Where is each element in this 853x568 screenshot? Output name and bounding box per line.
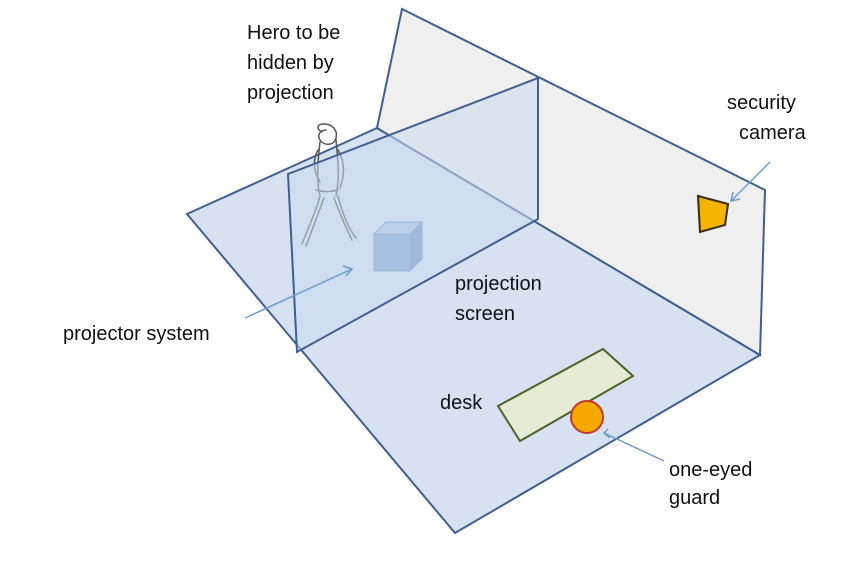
guard-label-line-1: one-eyed	[669, 459, 752, 481]
security-camera-label: security camera	[727, 92, 807, 144]
projection-screen-label: projection screen	[455, 273, 547, 325]
guard-label: one-eyed guard	[669, 459, 758, 509]
guard-circle	[570, 400, 604, 434]
pointer-arrows	[244, 161, 771, 462]
projector-system-label: projector system	[63, 323, 210, 345]
hero-label: Hero to be hidden by projection	[247, 22, 346, 104]
desk-shape	[496, 347, 635, 443]
hero-label-line-2: hidden by	[247, 52, 334, 74]
back-wall	[375, 7, 767, 357]
projection-screen-panel	[286, 76, 539, 354]
projection-screen-label-line-1: projection	[455, 273, 542, 295]
security-camera-label-line-2: camera	[739, 122, 807, 144]
desk-label: desk	[440, 392, 483, 414]
hero-label-line-3: projection	[247, 82, 334, 104]
hero-label-line-1: Hero to be	[247, 22, 340, 44]
security-camera-label-line-1: security	[727, 92, 796, 114]
projection-screen-label-line-2: screen	[455, 303, 515, 325]
security-camera-icon	[696, 194, 730, 234]
guard-label-line-2: guard	[669, 487, 720, 509]
